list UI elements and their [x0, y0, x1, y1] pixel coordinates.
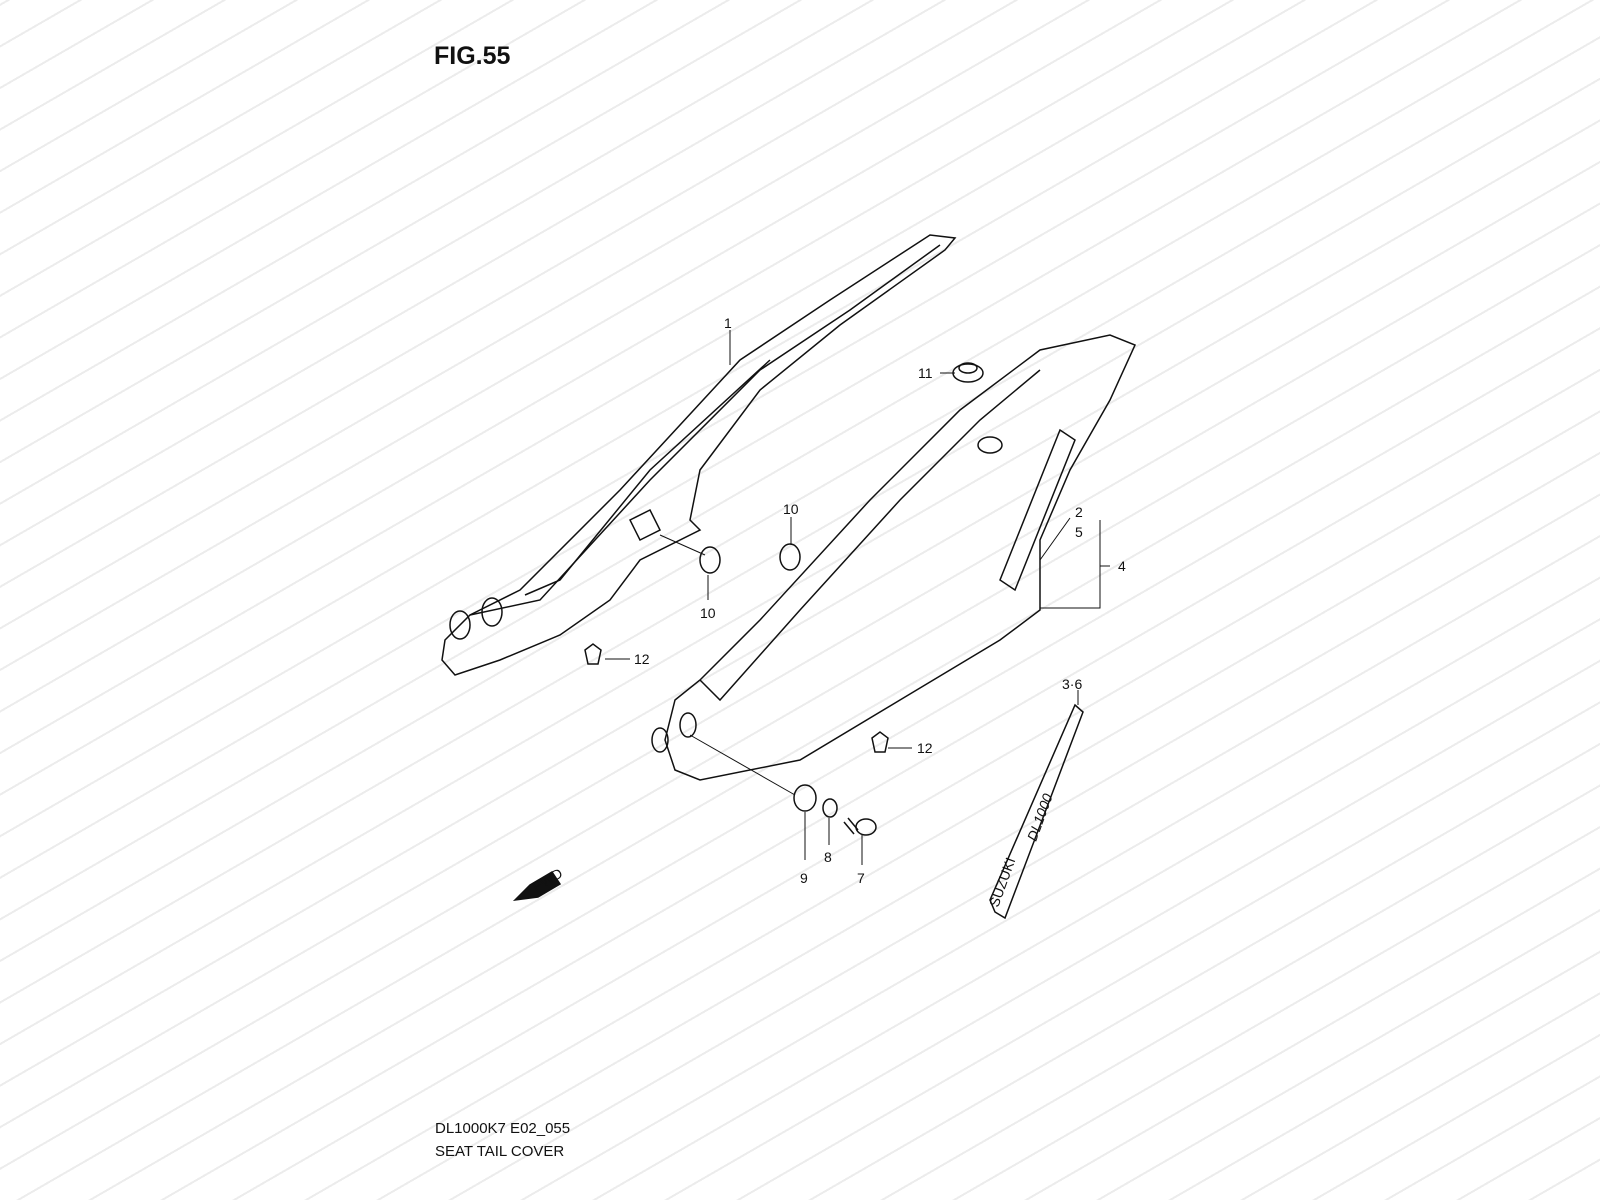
- callout-10: 10: [700, 605, 716, 621]
- callout-4: 4: [1118, 558, 1126, 574]
- diagram-name: SEAT TAIL COVER: [435, 1143, 565, 1160]
- part-4-tail-cover[interactable]: [651, 334, 1137, 781]
- part-10-grommet[interactable]: [699, 543, 801, 574]
- callout-11: 11: [918, 365, 933, 381]
- callout-9: 9: [800, 870, 808, 886]
- figure-title: FIG.55: [434, 42, 511, 70]
- fwd-arrow-icon: FWD: [512, 865, 565, 902]
- diagram-code: DL1000K7 E02_055: [435, 1120, 571, 1137]
- part-12-clip[interactable]: [584, 643, 889, 753]
- emblem-model: DL1000: [1024, 791, 1056, 843]
- leader-lines: [605, 330, 1110, 865]
- part-7-bolt[interactable]: [843, 817, 877, 836]
- part-11-grommet[interactable]: [952, 362, 984, 383]
- emblem-brand: SUZUKI: [986, 855, 1019, 909]
- callout-8: 8: [824, 849, 832, 865]
- callout-2: 2: [1075, 504, 1083, 520]
- part-9-cushion[interactable]: [793, 784, 817, 812]
- part-3-6-emblem[interactable]: DL1000 SUZUKI: [986, 703, 1084, 920]
- callout-3-6: 3·6: [1062, 676, 1082, 692]
- part-1-frame[interactable]: [441, 234, 957, 676]
- callout-5: 5: [1075, 524, 1083, 540]
- callout-1: 1: [724, 315, 732, 331]
- callout-7: 7: [857, 870, 865, 886]
- callout-10: 10: [783, 501, 799, 517]
- callout-12: 12: [917, 740, 933, 756]
- part-8-collar[interactable]: [822, 798, 838, 818]
- callout-12: 12: [634, 651, 650, 667]
